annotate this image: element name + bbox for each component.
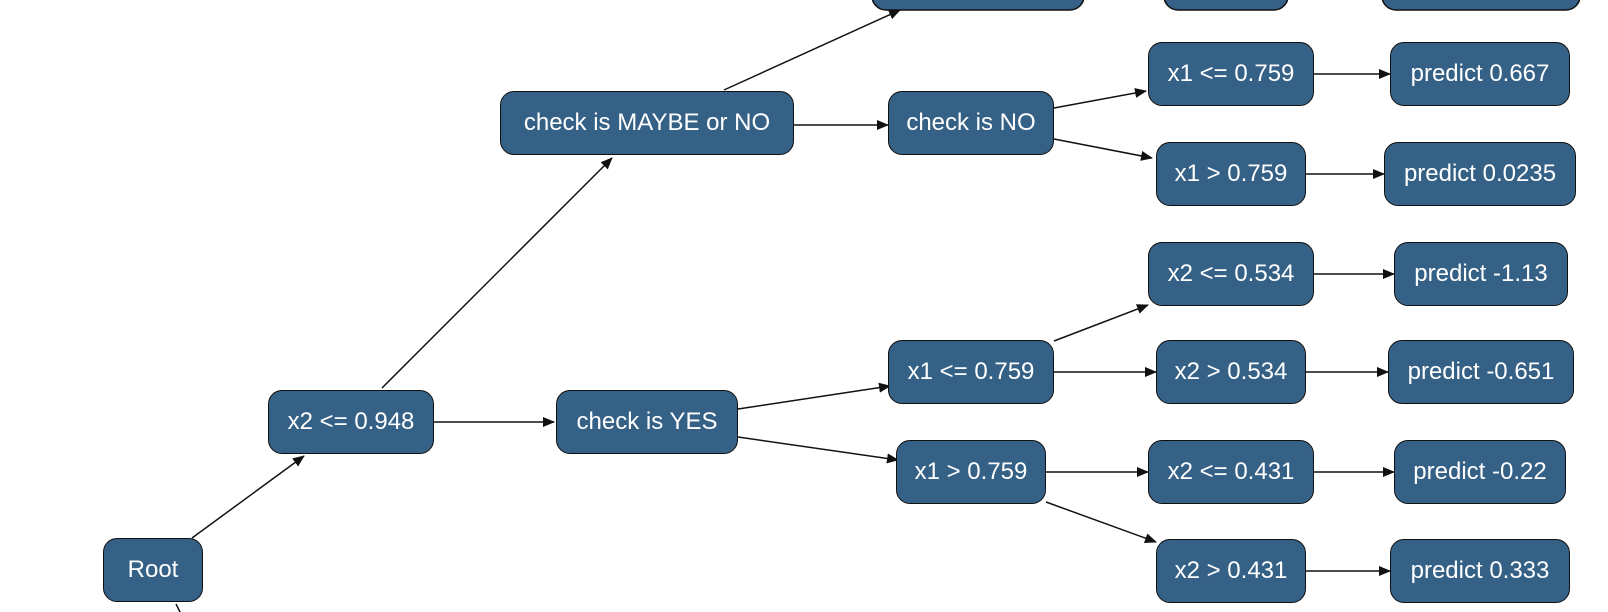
edge-root-to-x2-le-0948 xyxy=(191,455,305,539)
edge-x1-gt-to-x2-gt-0431 xyxy=(1045,501,1157,543)
edge-x1-le-to-x2-le-0534 xyxy=(1053,304,1149,342)
node-root[interactable]: Root xyxy=(103,538,203,602)
node-check-maybe-or-no[interactable]: check is MAYBE or NO xyxy=(500,91,794,155)
node-x2-gt-0534[interactable]: x2 > 0.534 xyxy=(1156,340,1306,404)
node-x1-le-0759-bottom[interactable]: x1 <= 0.759 xyxy=(888,340,1054,404)
node-x2-le-0948[interactable]: x2 <= 0.948 xyxy=(268,390,434,454)
partial-node-top-middle xyxy=(1163,0,1289,11)
node-x2-gt-0431[interactable]: x2 > 0.431 xyxy=(1156,539,1306,603)
node-predict-neg113[interactable]: predict -1.13 xyxy=(1394,242,1568,306)
edge-check-yes-to-x1-le xyxy=(737,382,891,410)
node-predict-0333[interactable]: predict 0.333 xyxy=(1390,539,1570,603)
node-x1-gt-0759-top[interactable]: x1 > 0.759 xyxy=(1156,142,1306,206)
partial-node-top-left xyxy=(871,0,1085,11)
node-predict-0667[interactable]: predict 0.667 xyxy=(1390,42,1570,106)
edge-check-no-to-x1-le xyxy=(1053,88,1147,109)
edge-check-no-to-x1-gt xyxy=(1053,138,1153,161)
node-x2-le-0431[interactable]: x2 <= 0.431 xyxy=(1148,440,1314,504)
edge-x2-to-check-maybe xyxy=(381,157,613,389)
node-x2-le-0534[interactable]: x2 <= 0.534 xyxy=(1148,242,1314,306)
node-predict-neg022[interactable]: predict -0.22 xyxy=(1394,440,1566,504)
partial-node-top-right xyxy=(1381,0,1581,11)
node-predict-neg0651[interactable]: predict -0.651 xyxy=(1388,340,1574,404)
edge-check-yes-to-x1-gt xyxy=(737,436,899,464)
edge-root-offscreen xyxy=(175,603,181,612)
node-x1-gt-0759-bottom[interactable]: x1 > 0.759 xyxy=(896,440,1046,504)
node-check-yes[interactable]: check is YES xyxy=(556,390,738,454)
node-check-no[interactable]: check is NO xyxy=(888,91,1054,155)
node-predict-00235[interactable]: predict 0.0235 xyxy=(1384,142,1576,206)
edge-check-maybe-to-top xyxy=(723,9,901,91)
node-x1-le-0759-top[interactable]: x1 <= 0.759 xyxy=(1148,42,1314,106)
